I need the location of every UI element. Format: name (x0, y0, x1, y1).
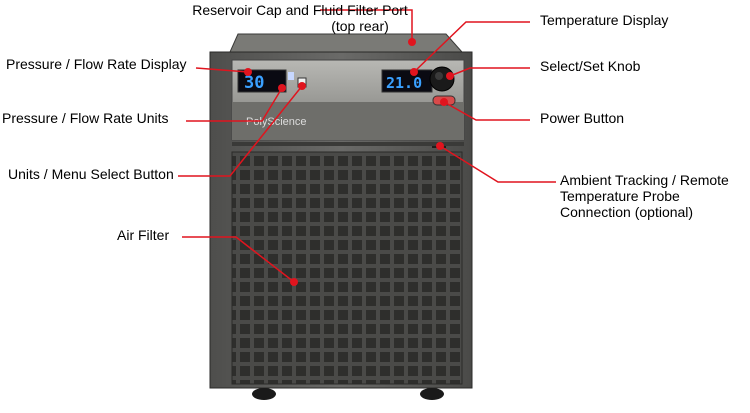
leader-pressure-flow-display-dot (244, 68, 252, 76)
label-ambient-tracking: Ambient Tracking / Remote Temperature Pr… (560, 172, 729, 220)
leader-lines (178, 9, 556, 286)
label-select-set-knob: Select/Set Knob (540, 58, 641, 74)
leader-temperature-display-dot (410, 68, 418, 76)
air-filter-grille (231, 151, 463, 385)
label-ambient-line3: Connection (optional) (560, 204, 694, 220)
leader-ambient-tracking-dot (436, 142, 444, 150)
panel-stripe (232, 102, 464, 140)
leader-air-filter (182, 236, 295, 283)
leader-power-button (443, 101, 530, 121)
leader-power-button-dot (440, 98, 448, 106)
label-air-filter: Air Filter (117, 227, 170, 243)
leader-temperature-display (413, 21, 530, 73)
label-reservoir-cap-line2: (top rear) (331, 18, 389, 34)
label-temperature-display: Temperature Display (540, 12, 669, 28)
label-ambient-line2: Temperature Probe (560, 188, 680, 204)
leader-ambient-tracking (439, 145, 556, 183)
label-units-menu-button: Units / Menu Select Button (8, 166, 174, 182)
brand-logo: PolyScience (246, 116, 307, 128)
knob-highlight (435, 72, 443, 80)
leader-pressure-flow-display (195, 67, 249, 73)
leader-air-filter-dot (290, 278, 298, 286)
panel-lower-edge (232, 142, 464, 146)
pressure-display-window (237, 69, 287, 93)
label-power-button: Power Button (540, 110, 625, 126)
leader-pressure-flow-units (186, 87, 283, 122)
leader-reservoir-cap (320, 9, 413, 42)
caster-left (252, 388, 276, 400)
leader-units-menu-button (178, 85, 303, 177)
label-pressure-flow-display: Pressure / Flow Rate Display (6, 56, 187, 72)
label-reservoir-cap-line1: Reservoir Cap and Fluid Filter Port (192, 2, 408, 18)
pressure-display-value: 30 (244, 73, 264, 93)
caster-center (420, 388, 444, 400)
leader-select-set-knob-dot (446, 72, 454, 80)
units-indicator (288, 72, 294, 80)
leader-units-menu-button-dot (298, 82, 306, 90)
leader-pressure-flow-units-dot (278, 84, 286, 92)
leader-reservoir-cap-dot (408, 38, 416, 46)
label-pressure-flow-units: Pressure / Flow Rate Units (2, 110, 169, 126)
label-ambient-line1: Ambient Tracking / Remote (560, 172, 729, 188)
temperature-display-value: 21.0 (386, 74, 422, 92)
label-reservoir-cap: Reservoir Cap and Fluid Filter Port (top… (150, 2, 450, 34)
top-lid (229, 33, 464, 53)
leader-select-set-knob (449, 67, 530, 77)
